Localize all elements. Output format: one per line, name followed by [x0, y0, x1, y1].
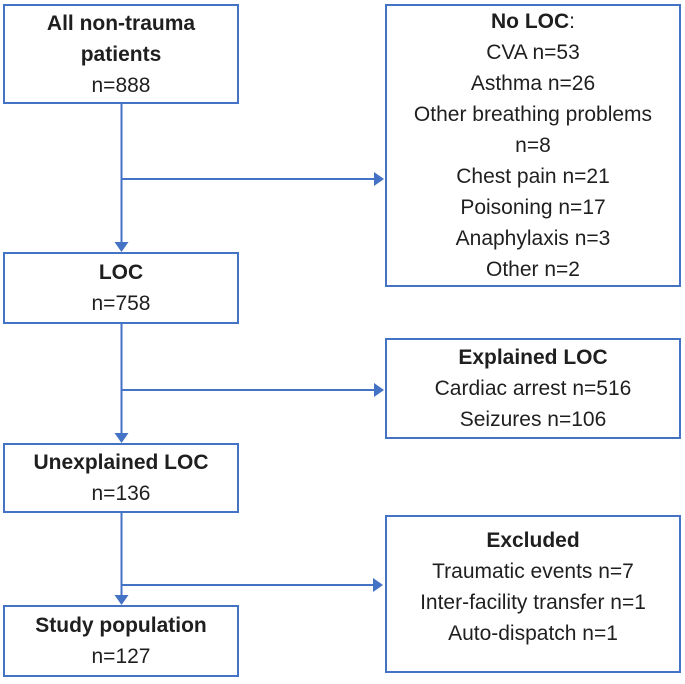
box-count: n=758	[91, 292, 151, 315]
exclusion-line: Auto-dispatch n=1	[448, 622, 618, 645]
box-count: n=136	[91, 482, 151, 505]
arrowhead-down-1	[114, 242, 129, 252]
exclusion-line: Seizures n=106	[459, 408, 607, 431]
box-title: Unexplained LOC	[33, 451, 209, 474]
box-explained-loc: Explained LOC Cardiac arrest n=516 Seizu…	[385, 338, 681, 439]
box-title: Excluded	[486, 529, 580, 552]
arrowhead-right-1	[374, 172, 384, 186]
box-title: Study population	[35, 614, 207, 637]
box-title: LOC	[98, 261, 144, 284]
exclusion-line: Anaphylaxis n=3	[455, 227, 611, 250]
box-count: n=127	[91, 645, 151, 668]
box-title-suffix: :	[569, 10, 575, 33]
box-title-line: No LOC:	[491, 6, 575, 37]
box-study-population: Study population n=127	[3, 605, 239, 677]
exclusion-line: Other breathing problems n=8	[413, 103, 653, 157]
box-all-non-trauma-patients: All non-trauma patients n=888	[3, 4, 239, 104]
box-title: No LOC	[491, 10, 570, 33]
box-count: n=888	[91, 73, 151, 97]
arrowhead-down-2	[114, 433, 129, 443]
arrowhead-right-2	[374, 383, 384, 397]
exclusion-line: Asthma n=26	[470, 72, 596, 95]
box-loc: LOC n=758	[3, 252, 239, 324]
box-title: Explained LOC	[458, 346, 608, 369]
box-unexplained-loc: Unexplained LOC n=136	[3, 443, 239, 513]
box-title: All non-trauma patients	[46, 11, 196, 66]
arrowhead-right-3	[373, 578, 383, 592]
exclusion-line: Traumatic events n=7	[432, 560, 634, 583]
exclusion-line: Poisoning n=17	[460, 196, 606, 219]
exclusion-line: CVA n=53	[486, 41, 580, 64]
box-no-loc: No LOC: CVA n=53 Asthma n=26 Other breat…	[385, 4, 681, 287]
exclusion-line: Cardiac arrest n=516	[434, 377, 632, 400]
exclusion-line: Chest pain n=21	[456, 165, 610, 188]
exclusion-line: Other n=2	[486, 258, 580, 281]
box-excluded: Excluded Traumatic events n=7 Inter-faci…	[385, 515, 681, 673]
exclusion-line: Inter-facility transfer n=1	[420, 591, 646, 614]
arrowhead-down-3	[114, 595, 129, 605]
